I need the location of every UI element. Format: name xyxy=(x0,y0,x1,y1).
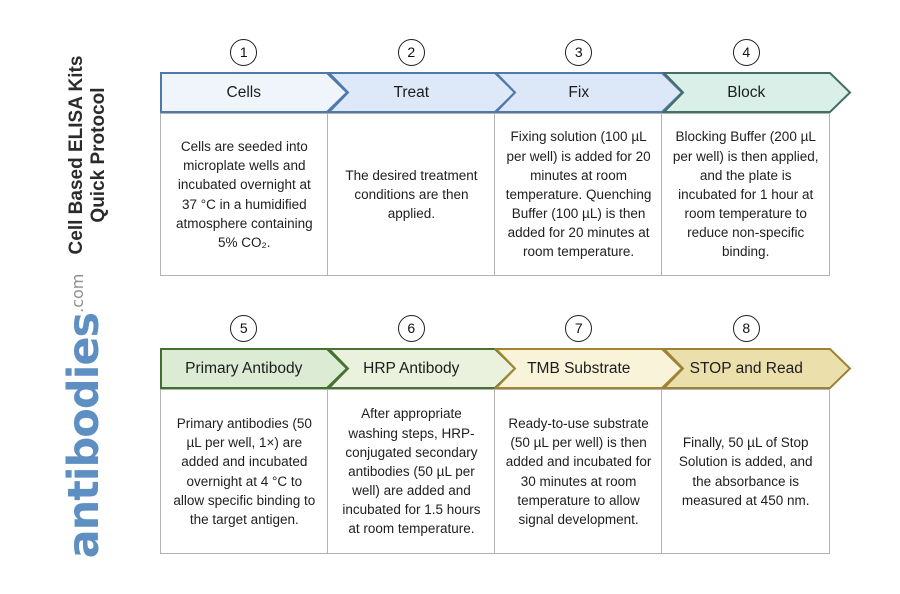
step-description-box: Blocking Buffer (200 µL per well) is the… xyxy=(661,113,830,276)
step-description-box: The desired treatment conditions are the… xyxy=(327,113,496,276)
chevron-arrow-shape xyxy=(326,72,516,113)
protocol-row-1: 1 2 3 4 Cells Treat Fix Block Cells are … xyxy=(160,38,851,276)
step-description-box: Finally, 50 µL of Stop Solution is added… xyxy=(661,389,830,554)
step-description-box: Ready-to-use substrate (50 µL per well) … xyxy=(494,389,663,554)
step-description-text: Fixing solution (100 µL per well) is add… xyxy=(505,129,652,260)
brand-logo-text: antibodies xyxy=(59,312,109,559)
chevron-arrow-shape xyxy=(661,348,851,389)
step-label: HRP Antibody xyxy=(363,360,460,377)
step-description-text: Cells are seeded into microplate wells a… xyxy=(176,139,313,250)
step-label: STOP and Read xyxy=(689,360,803,377)
step-number-badge: 2 xyxy=(397,38,425,66)
step-description-box: Primary antibodies (50 µL per well, 1×) … xyxy=(160,389,329,554)
step-description-text: Ready-to-use substrate (50 µL per well) … xyxy=(505,416,652,527)
page-title-line1: Cell Based ELISA Kits xyxy=(66,55,88,255)
chevron-arrow-shape xyxy=(326,348,516,389)
step-number-badge: 1 xyxy=(230,38,258,66)
step-number-badge: 6 xyxy=(397,314,425,342)
step-description-box: Cells are seeded into microplate wells a… xyxy=(160,113,329,276)
step-number-row: 5 6 7 8 xyxy=(160,314,830,342)
step-description-text: Blocking Buffer (200 µL per well) is the… xyxy=(672,129,819,260)
step-number-badge: 5 xyxy=(230,314,258,342)
chevron-arrow-shape xyxy=(493,348,684,389)
step-arrow-row: Primary Antibody HRP Antibody TMB Substr… xyxy=(160,348,851,389)
step-arrow-row: Cells Treat Fix Block xyxy=(160,72,851,113)
step-number-badge: 7 xyxy=(565,314,593,342)
protocol-row-2: 5 6 7 8 Primary Antibody HRP Antibody TM… xyxy=(160,314,851,554)
brand-logo: antibodies.com xyxy=(59,274,109,559)
step-description-text: Finally, 50 µL of Stop Solution is added… xyxy=(678,435,813,508)
step-description-box: Fixing solution (100 µL per well) is add… xyxy=(494,113,663,276)
brand-logo-tld: .com xyxy=(68,273,87,313)
step-number-row: 1 2 3 4 xyxy=(160,38,830,66)
step-description-text: After appropriate washing steps, HRP-con… xyxy=(342,406,481,537)
step-label: Primary Antibody xyxy=(185,360,303,377)
chevron-arrow-shape xyxy=(661,72,851,113)
step-label: Treat xyxy=(393,84,430,101)
page-title: Cell Based ELISA Kits Quick Protocol xyxy=(66,15,110,295)
step-description-row: Cells are seeded into microplate wells a… xyxy=(160,113,830,276)
step-description-text: The desired treatment conditions are the… xyxy=(345,167,478,222)
step-description-box: After appropriate washing steps, HRP-con… xyxy=(327,389,496,554)
chevron-arrow-shape xyxy=(493,72,684,113)
step-number-badge: 3 xyxy=(565,38,593,66)
step-label: Cells xyxy=(226,84,261,101)
page-title-line2: Quick Protocol xyxy=(88,87,109,223)
step-label: Block xyxy=(727,84,766,101)
step-label: TMB Substrate xyxy=(527,360,631,377)
step-number-badge: 4 xyxy=(732,38,760,66)
step-number-badge: 8 xyxy=(732,314,760,342)
step-label: Fix xyxy=(568,84,590,101)
step-description-text: Primary antibodies (50 µL per well, 1×) … xyxy=(173,416,316,527)
step-description-row: Primary antibodies (50 µL per well, 1×) … xyxy=(160,389,830,554)
